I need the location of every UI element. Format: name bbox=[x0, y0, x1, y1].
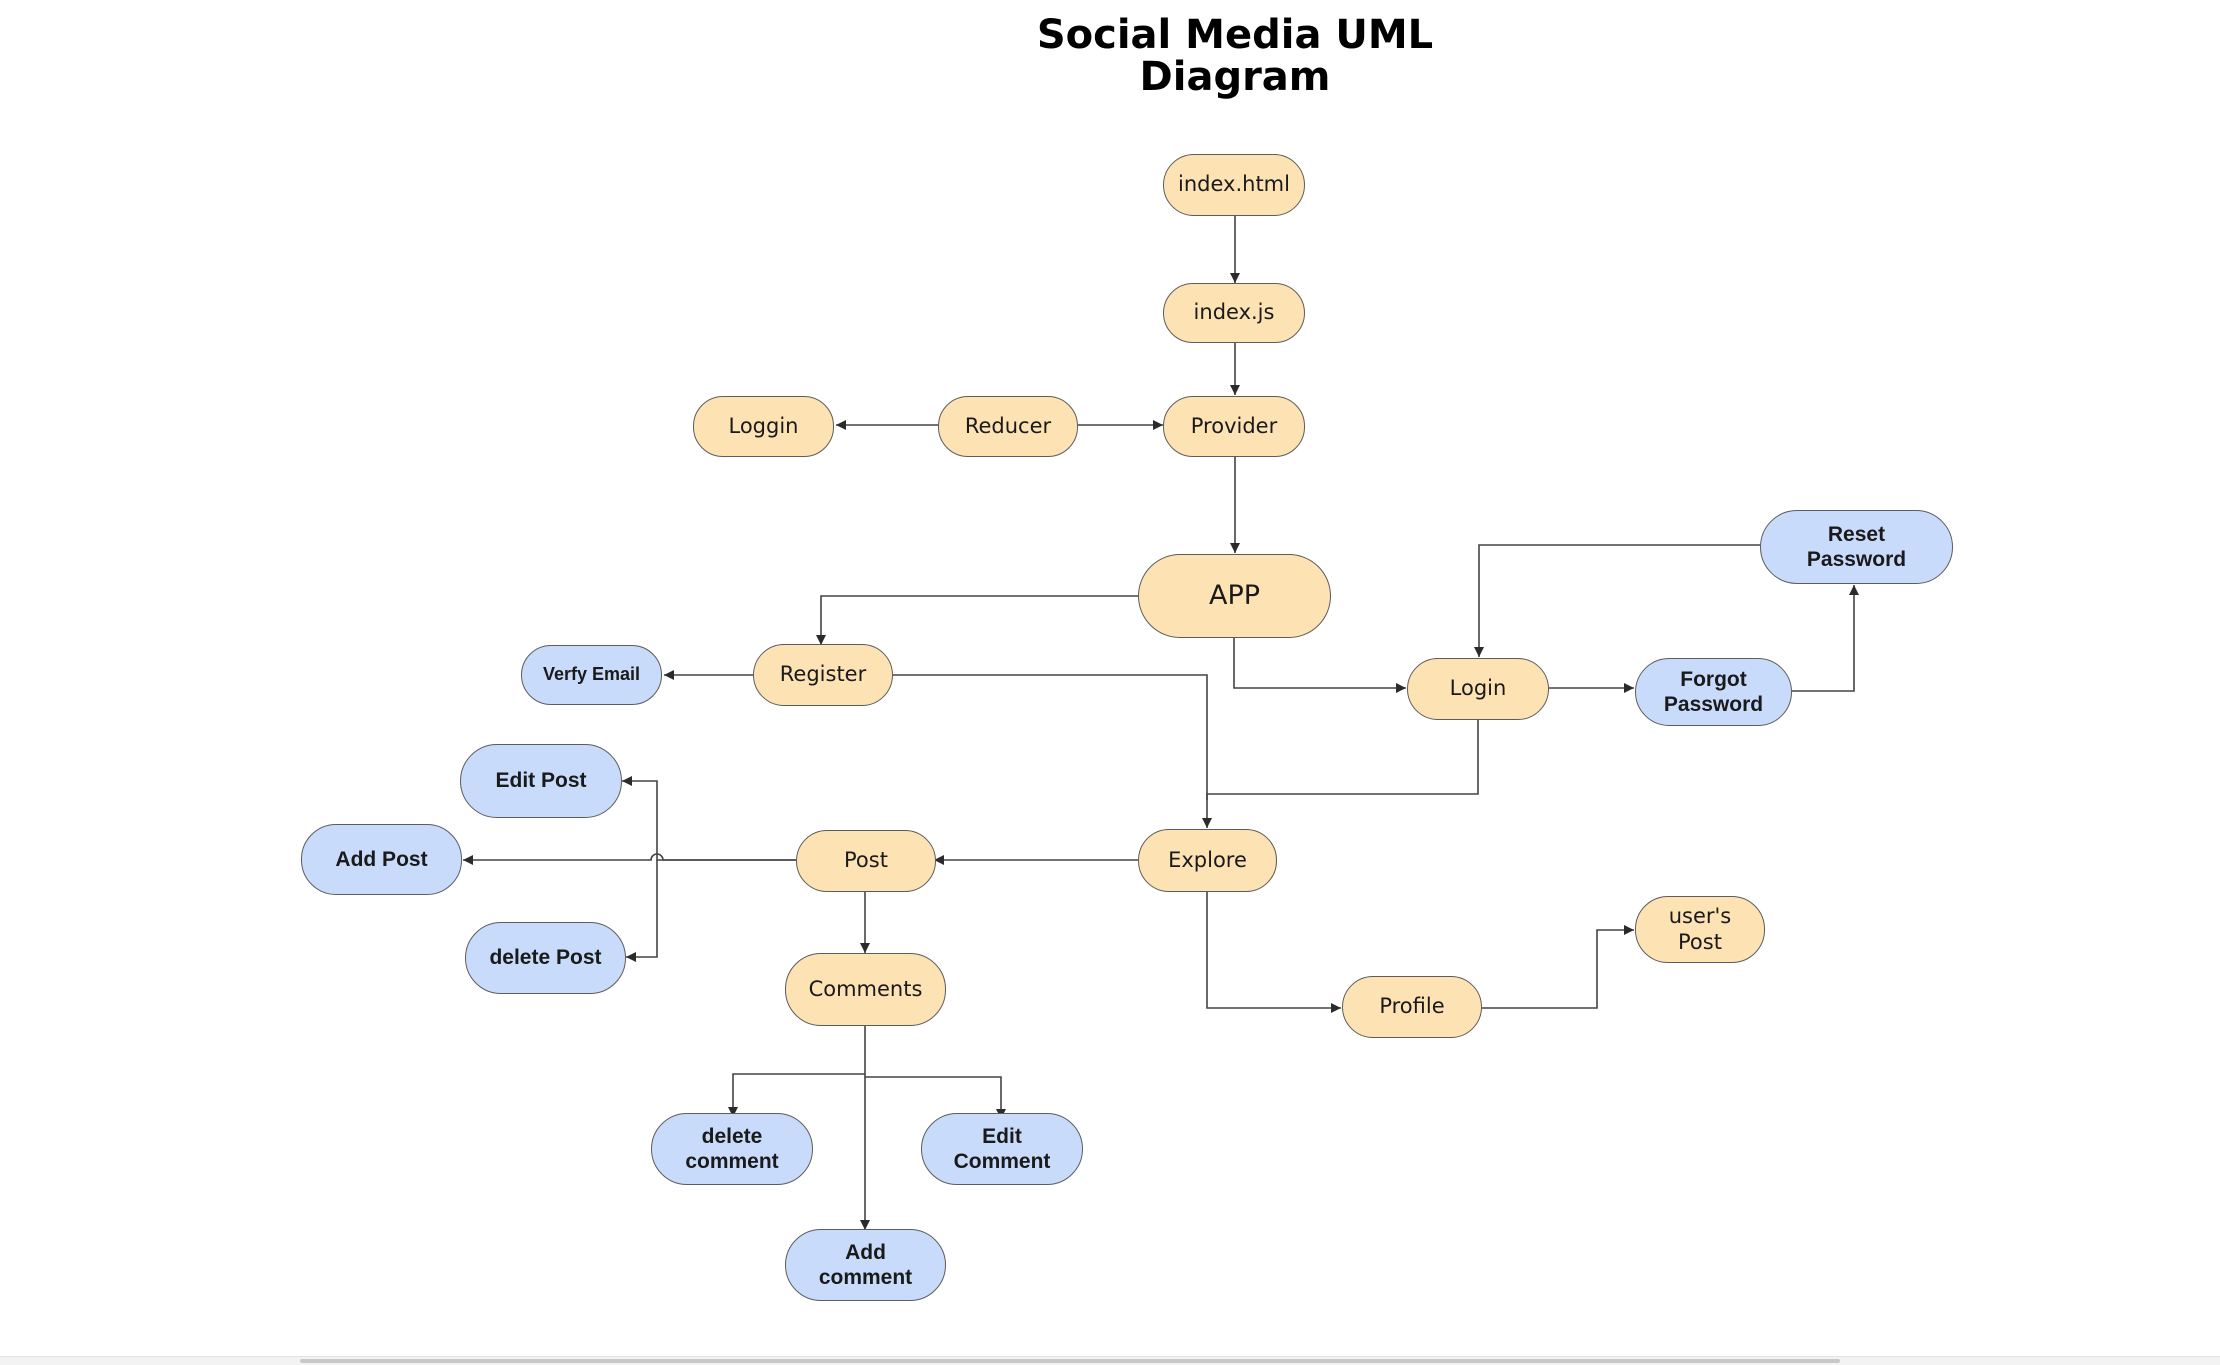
edge-login-to-explore bbox=[1202, 720, 1479, 828]
node-edit-post[interactable]: Edit Post bbox=[460, 744, 622, 818]
edge-post-to-add-post bbox=[463, 853, 796, 865]
title-line-2: Diagram bbox=[1139, 54, 1331, 100]
diagram-title: Social Media UML Diagram bbox=[1000, 14, 1470, 98]
node-register[interactable]: Register bbox=[753, 644, 893, 706]
node-reducer[interactable]: Reducer bbox=[938, 396, 1078, 457]
node-delete-comment[interactable]: delete comment bbox=[651, 1113, 813, 1185]
node-reset-password[interactable]: Reset Password bbox=[1760, 510, 1953, 584]
edge-post-to-edit-post bbox=[622, 776, 796, 861]
node-edit-comment[interactable]: Edit Comment bbox=[921, 1113, 1083, 1185]
title-line-1: Social Media UML bbox=[1036, 12, 1434, 58]
edge-app-to-login bbox=[1233, 638, 1406, 693]
node-login[interactable]: Login bbox=[1407, 658, 1549, 720]
node-index-html[interactable]: index.html bbox=[1163, 154, 1305, 216]
edge-reset-password-to-login bbox=[1474, 544, 1760, 657]
node-add-comment[interactable]: Add comment bbox=[785, 1229, 946, 1301]
node-provider[interactable]: Provider bbox=[1163, 396, 1305, 457]
node-app[interactable]: APP bbox=[1138, 554, 1331, 638]
horizontal-scrollbar[interactable] bbox=[0, 1356, 2220, 1365]
node-index-js[interactable]: index.js bbox=[1163, 283, 1305, 343]
node-post[interactable]: Post bbox=[796, 830, 936, 892]
edge-app-to-register bbox=[816, 595, 1138, 645]
node-explore[interactable]: Explore bbox=[1138, 829, 1277, 892]
node-loggin[interactable]: Loggin bbox=[693, 396, 834, 457]
node-comments[interactable]: Comments bbox=[785, 953, 946, 1026]
edge-forgot-password-to-reset-password bbox=[1792, 585, 1859, 692]
node-forgot-password[interactable]: Forgot Password bbox=[1635, 658, 1792, 726]
node-delete-post[interactable]: delete Post bbox=[465, 922, 626, 994]
edge-post-to-delete-post bbox=[626, 860, 658, 962]
edge-explore-to-profile bbox=[1206, 892, 1341, 1013]
node-users-post[interactable]: user's Post bbox=[1635, 896, 1765, 963]
edge-comments-to-edit-comment bbox=[864, 1074, 1006, 1119]
node-add-post[interactable]: Add Post bbox=[301, 824, 462, 895]
node-profile[interactable]: Profile bbox=[1342, 976, 1482, 1038]
scrollbar-thumb[interactable] bbox=[300, 1359, 1840, 1363]
edge-comments-to-delete-comment bbox=[728, 1026, 866, 1117]
edge-register-to-explore bbox=[893, 674, 1208, 800]
node-verify-email[interactable]: Verfy Email bbox=[521, 645, 662, 705]
edge-profile-to-users-post bbox=[1482, 925, 1634, 1009]
